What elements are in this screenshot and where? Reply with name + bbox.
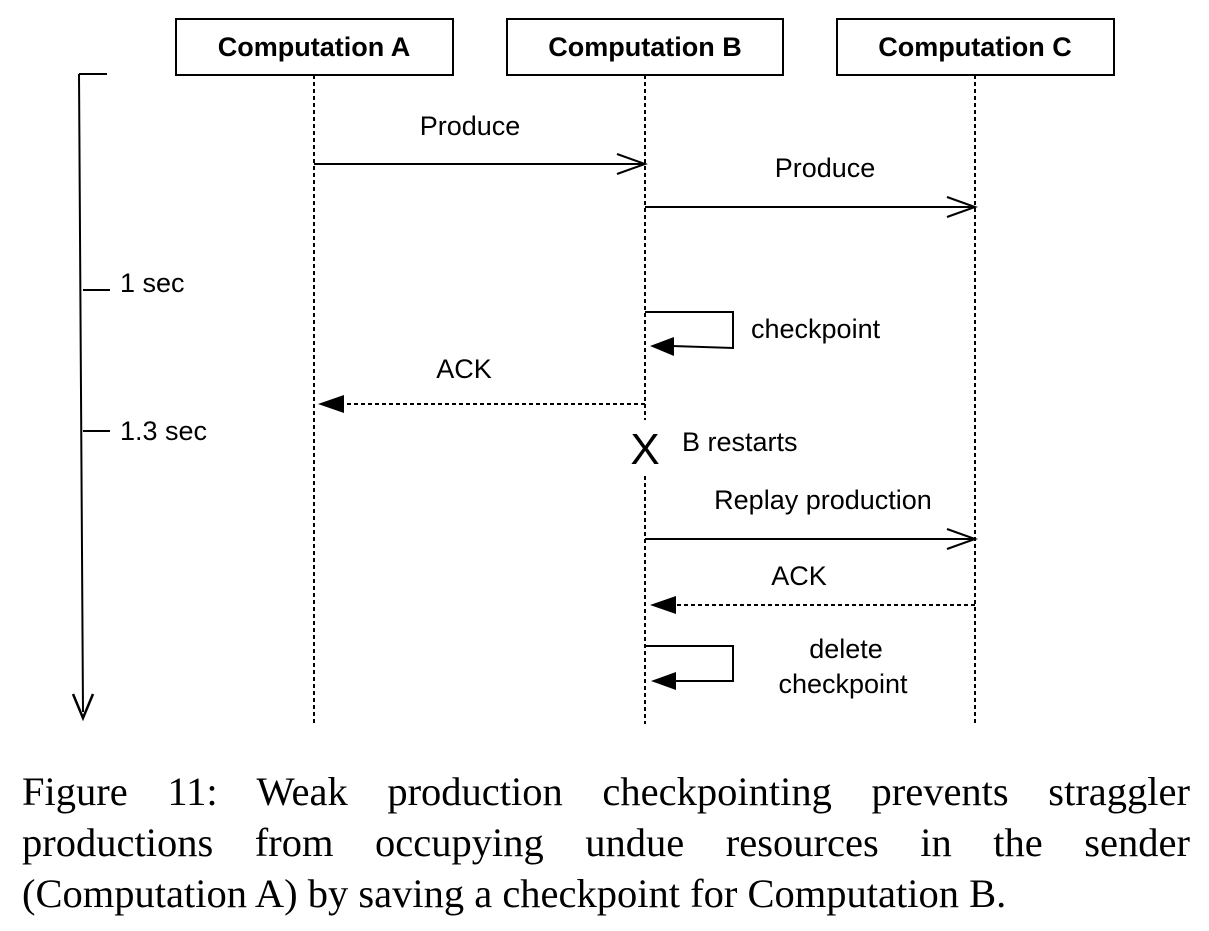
message-a-to-b-produce-label: Produce	[420, 111, 521, 141]
sequence-diagram: Computation A Computation B Computation …	[71, 18, 1115, 724]
filled-arrowhead-icon	[650, 337, 674, 356]
message-b-to-c-produce-label: Produce	[775, 153, 876, 183]
open-arrowhead-icon	[946, 528, 978, 550]
time-axis	[71, 73, 107, 722]
participant-b: Computation B	[506, 18, 784, 76]
time-tick-2: 1.3 sec	[83, 416, 207, 446]
message-b-to-a-ack: ACK	[318, 354, 645, 413]
self-call-checkpoint-label: checkpoint	[751, 314, 881, 344]
message-a-to-b-produce: Produce	[314, 111, 648, 175]
message-c-to-b-ack: ACK	[650, 561, 975, 614]
message-b-to-a-ack-label: ACK	[436, 354, 492, 384]
time-tick-2-label: 1.3 sec	[120, 416, 207, 446]
message-b-to-c-produce: Produce	[645, 153, 978, 218]
restart-label: B restarts	[682, 427, 798, 457]
time-tick-1: 1 sec	[83, 268, 185, 298]
open-arrowhead-icon	[616, 153, 648, 175]
message-c-to-b-ack-label: ACK	[771, 561, 827, 591]
participant-b-label: Computation B	[548, 32, 741, 62]
filled-arrowhead-icon	[318, 395, 344, 413]
message-b-to-c-replay-label: Replay production	[714, 485, 932, 515]
open-arrowhead-icon	[946, 196, 978, 218]
figure-caption: Figure 11: Weak production checkpointing…	[22, 769, 1190, 916]
self-call-delete-checkpoint-label-line2: checkpoint	[778, 669, 908, 699]
participant-c: Computation C	[836, 18, 1115, 76]
filled-arrowhead-icon	[650, 596, 676, 614]
participant-a: Computation A	[175, 18, 454, 76]
participant-a-label: Computation A	[218, 32, 410, 62]
self-call-checkpoint: checkpoint	[645, 311, 881, 356]
self-call-delete-checkpoint-label-line1: delete	[809, 634, 883, 664]
restart-event: X B restarts	[630, 425, 797, 474]
self-call-delete-checkpoint: delete checkpoint	[645, 634, 908, 699]
filled-arrowhead-icon	[651, 672, 676, 690]
restart-x-icon: X	[630, 425, 659, 474]
participant-c-label: Computation C	[878, 32, 1071, 62]
time-tick-1-label: 1 sec	[120, 268, 185, 298]
message-b-to-c-replay: Replay production	[645, 485, 978, 550]
